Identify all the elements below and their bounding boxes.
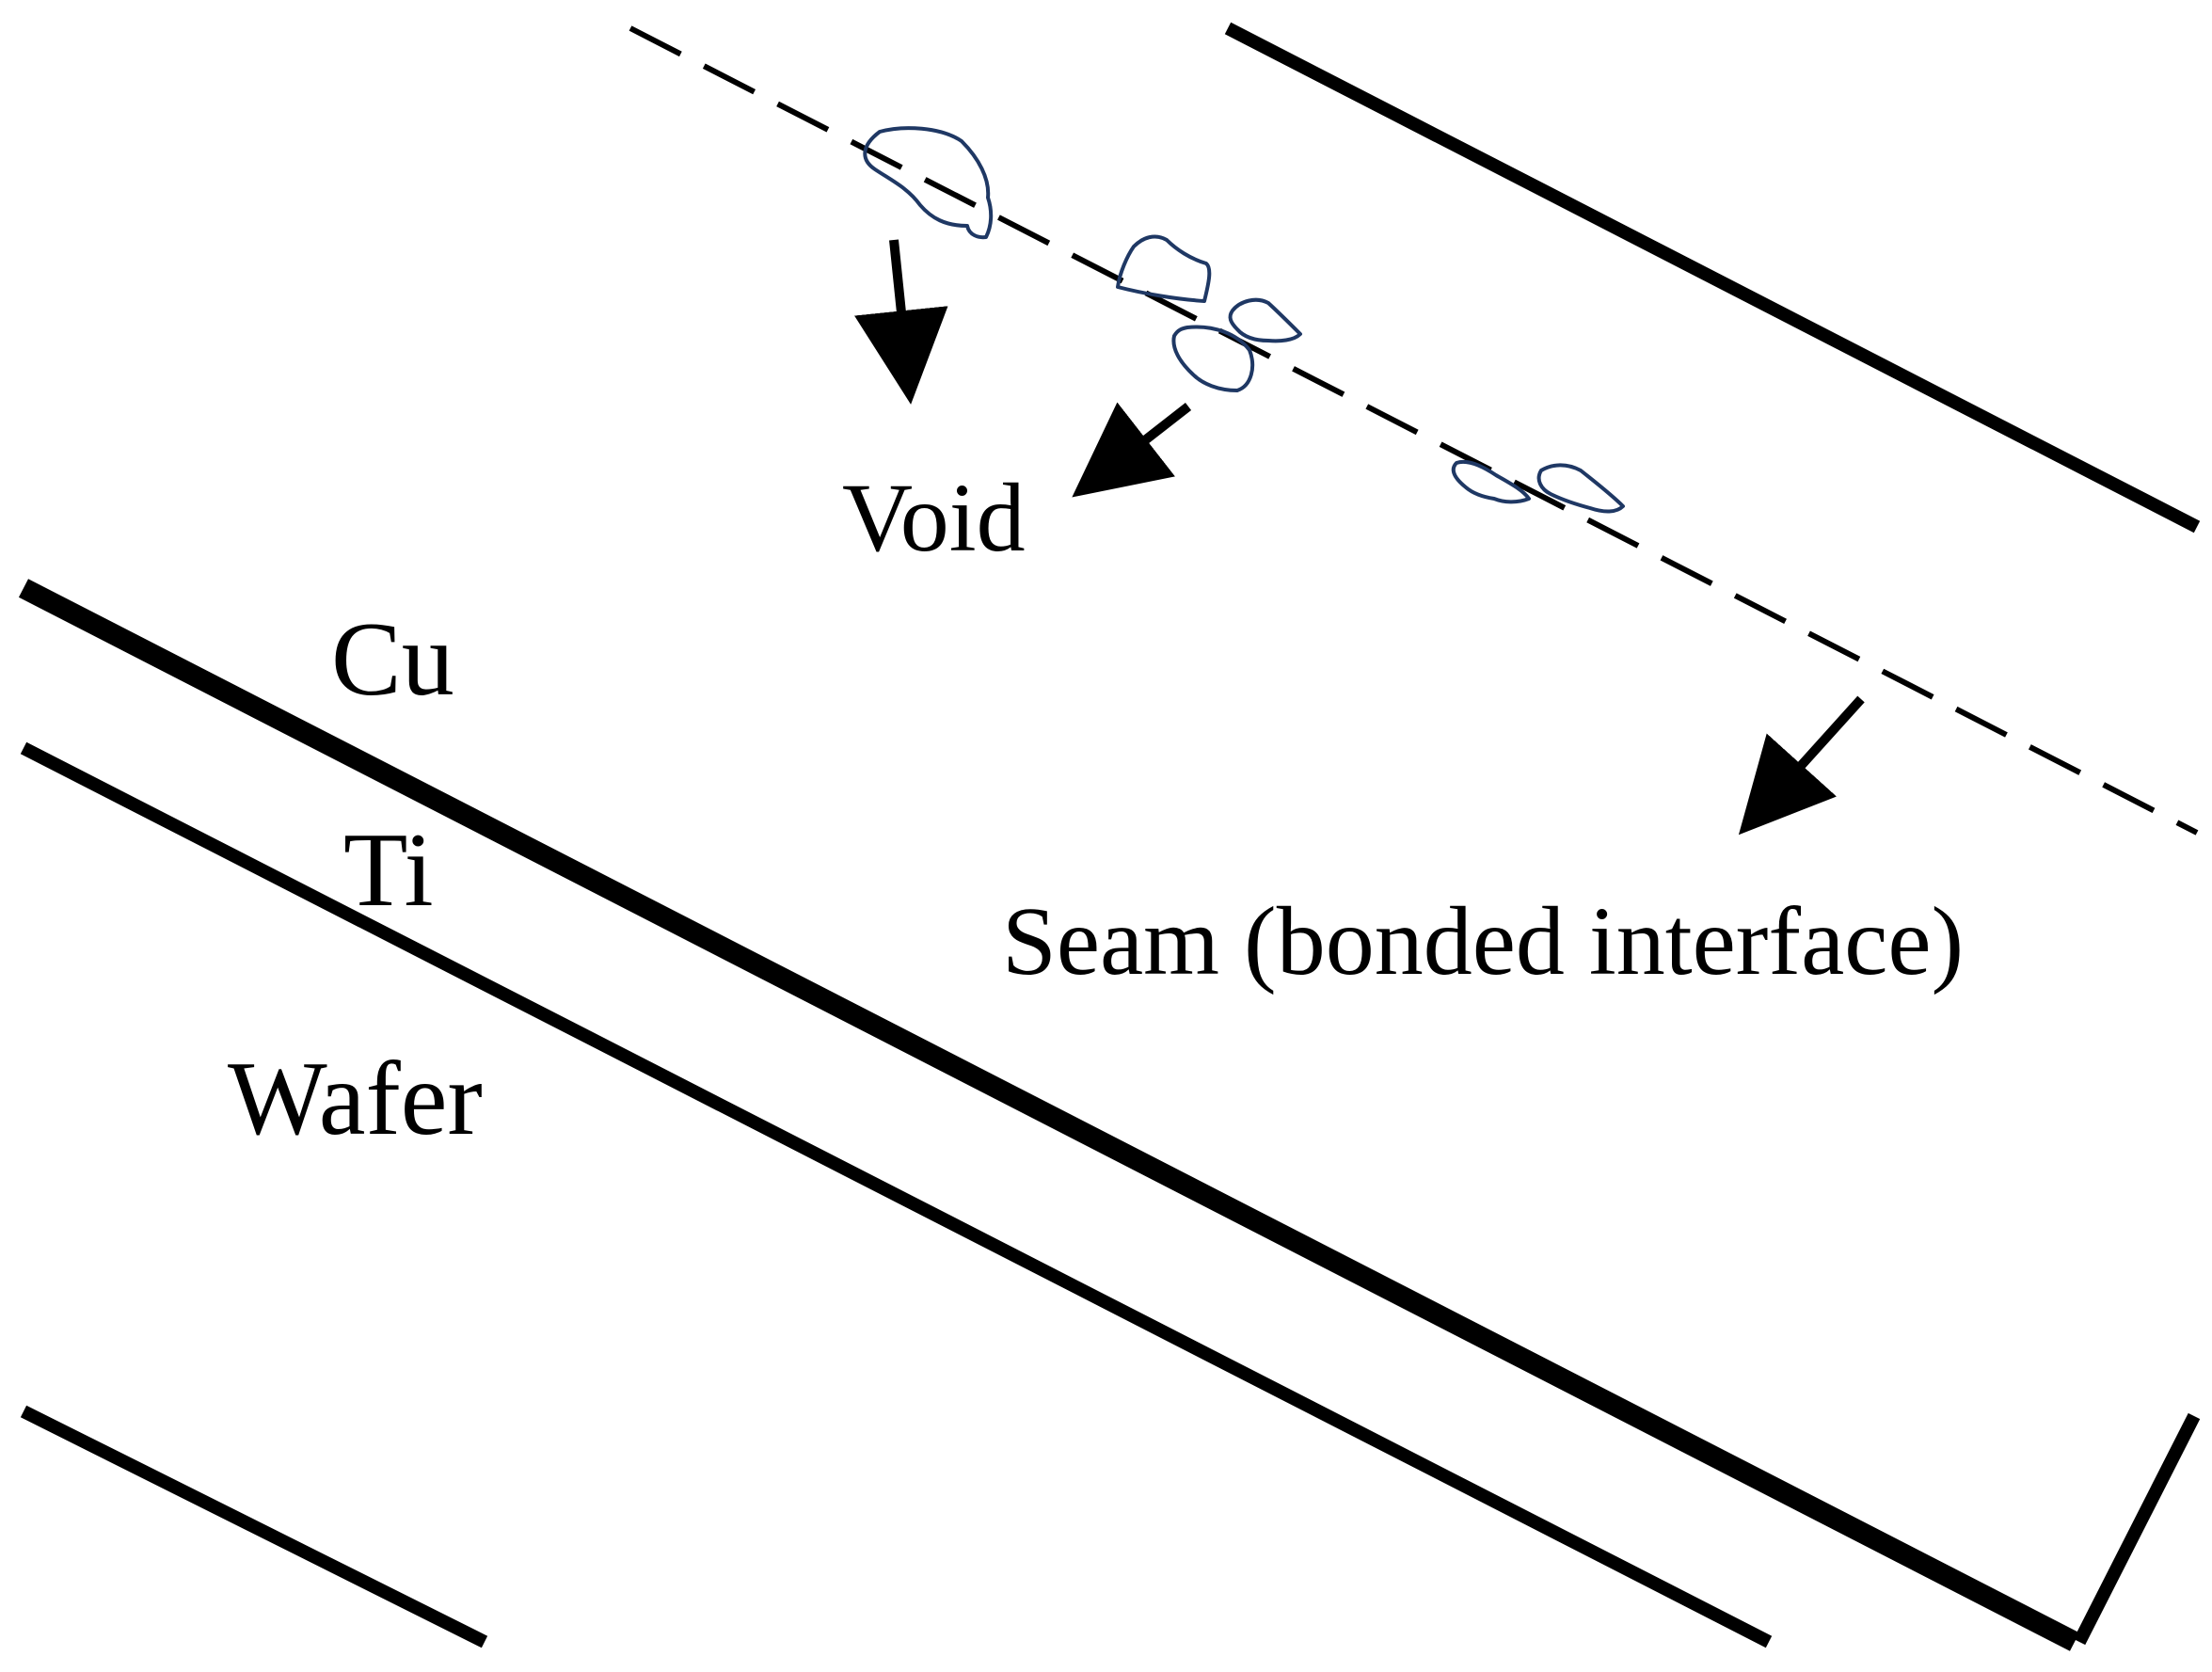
void-shape-2: [1116, 234, 1212, 303]
void-arrow-diagonal: [1072, 402, 1192, 498]
cu-label: Cu: [331, 601, 454, 718]
void-shape-6: [1536, 463, 1625, 514]
void-shape-4: [1171, 325, 1255, 392]
right-edge-line: [2073, 1412, 2201, 1646]
ti-label: Ti: [343, 812, 434, 929]
wafer-label: Wafer: [228, 1041, 483, 1157]
void-arrow-down: [854, 239, 948, 405]
ti-wafer-boundary-line: [20, 741, 1773, 1648]
void-shape-5: [1451, 459, 1531, 504]
upper-wafer-edge-line: [1224, 22, 2201, 533]
lower-wafer-edge-line: [20, 1405, 488, 1648]
void-shape-1: [863, 126, 994, 240]
seam-dashed-line: [629, 25, 2199, 836]
void-label: Void: [842, 464, 1026, 572]
void-shape-3: [1228, 297, 1302, 343]
cu-ti-boundary-line: [18, 579, 2080, 1651]
seam-label: Seam (bonded interface): [1002, 887, 1964, 995]
seam-arrow: [1738, 695, 1865, 836]
